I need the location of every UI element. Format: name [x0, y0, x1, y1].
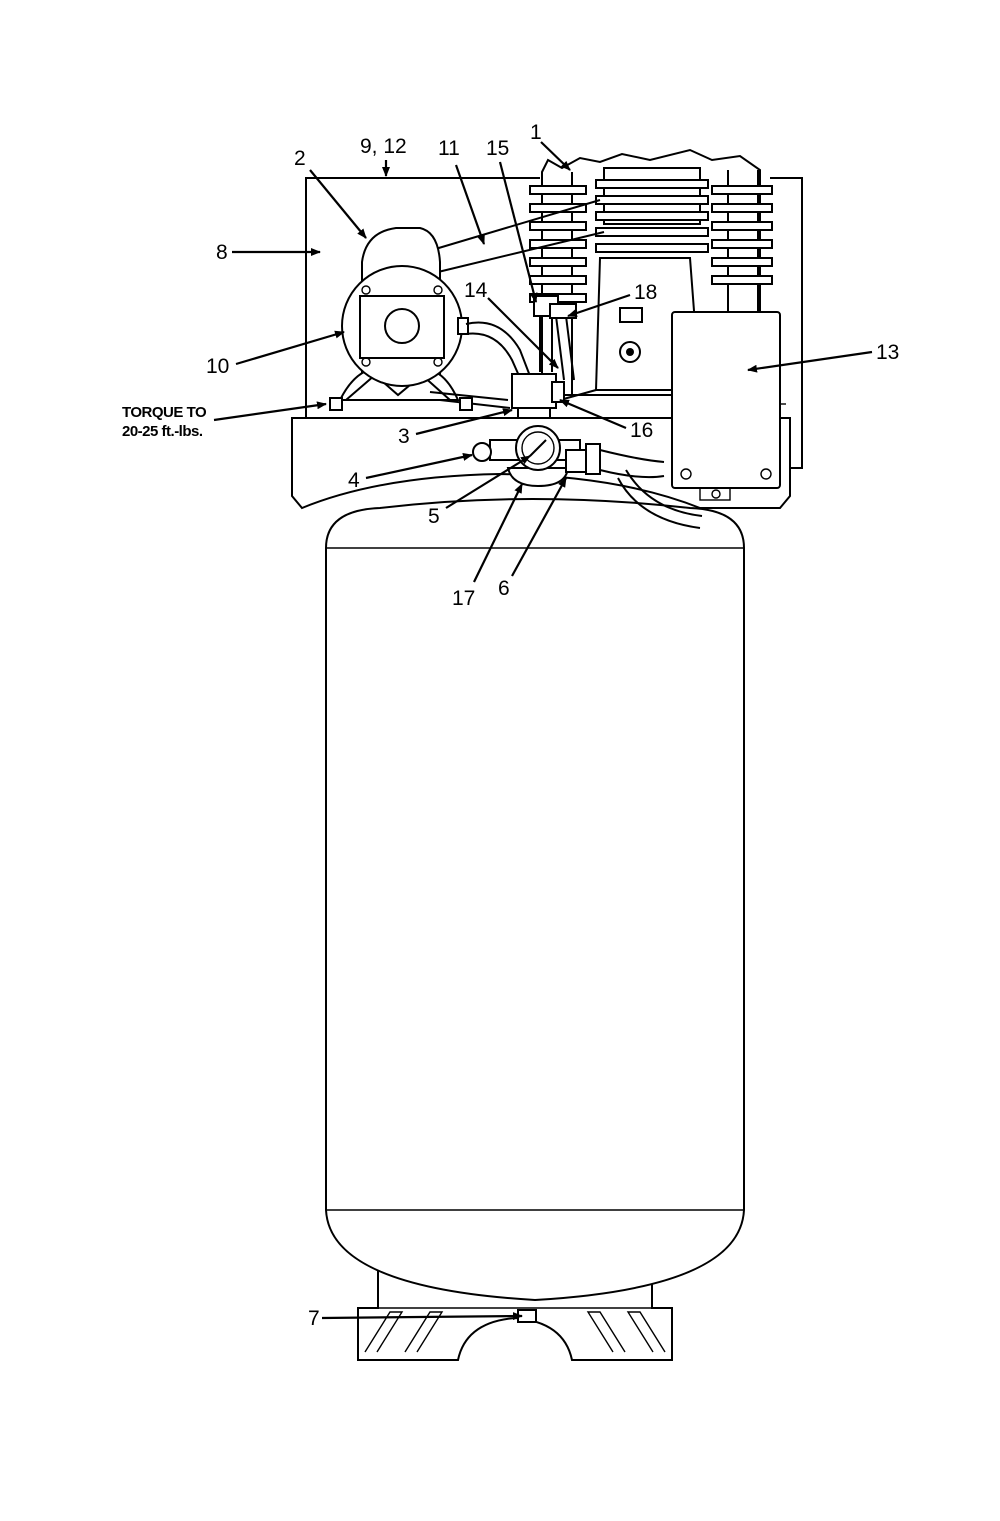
callout-9-12: 9, 12 — [360, 135, 407, 158]
callout-3: 3 — [398, 425, 410, 448]
callout-7: 7 — [308, 1307, 320, 1330]
callout-10: 10 — [206, 355, 230, 378]
callout-14: 14 — [464, 279, 488, 302]
callout-11: 11 — [438, 137, 460, 160]
torque-note-line2: 20-25 ft.-lbs. — [122, 422, 203, 440]
electric-motor — [338, 227, 469, 401]
discharge-tube — [465, 321, 531, 379]
callout-6: 6 — [498, 577, 510, 600]
callout-17: 17 — [452, 587, 476, 610]
callout-1: 1 — [530, 121, 542, 144]
callout-leaders — [213, 141, 873, 1321]
mount-bolt — [329, 397, 343, 411]
callout-18: 18 — [634, 281, 658, 304]
callout-2: 2 — [294, 147, 306, 170]
air-tank — [325, 498, 745, 1302]
mount-bolt — [459, 397, 473, 411]
callout-13: 13 — [876, 341, 900, 364]
control-box — [671, 311, 786, 501]
callout-5: 5 — [428, 505, 440, 528]
callout-16: 16 — [630, 419, 654, 442]
torque-note-line1: TORQUE TO — [122, 404, 207, 421]
pressure-switch — [511, 373, 565, 419]
belt-guard — [305, 177, 803, 469]
callout-4: 4 — [348, 469, 360, 492]
callout-8: 8 — [216, 241, 228, 264]
air-hose — [599, 449, 703, 529]
torque-note: TORQUE TO 20-25 ft.-lbs. — [122, 404, 207, 442]
callout-15: 15 — [486, 137, 510, 160]
